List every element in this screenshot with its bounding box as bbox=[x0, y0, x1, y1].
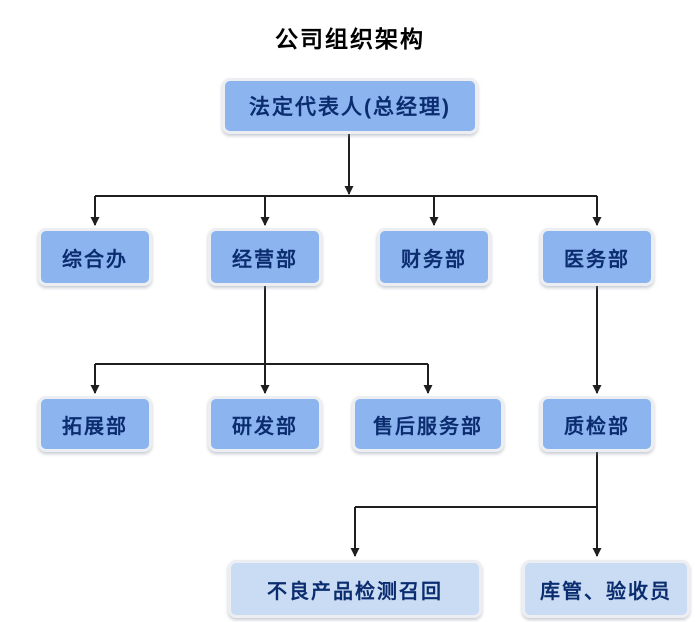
node-general-office: 综合办 bbox=[38, 228, 152, 286]
node-ceo: 法定代表人(总经理) bbox=[222, 78, 478, 134]
node-after-sales: 售后服务部 bbox=[352, 396, 504, 452]
node-expansion: 拓展部 bbox=[38, 396, 152, 452]
node-operations: 经营部 bbox=[208, 228, 322, 286]
node-quality: 质检部 bbox=[540, 396, 654, 452]
node-finance: 财务部 bbox=[377, 228, 491, 286]
node-warehouse: 库管、验收员 bbox=[522, 560, 690, 618]
node-medical: 医务部 bbox=[540, 228, 654, 286]
node-recall: 不良产品检测召回 bbox=[228, 560, 482, 618]
diagram-title: 公司组织架构 bbox=[275, 26, 425, 52]
node-rnd: 研发部 bbox=[208, 396, 322, 452]
